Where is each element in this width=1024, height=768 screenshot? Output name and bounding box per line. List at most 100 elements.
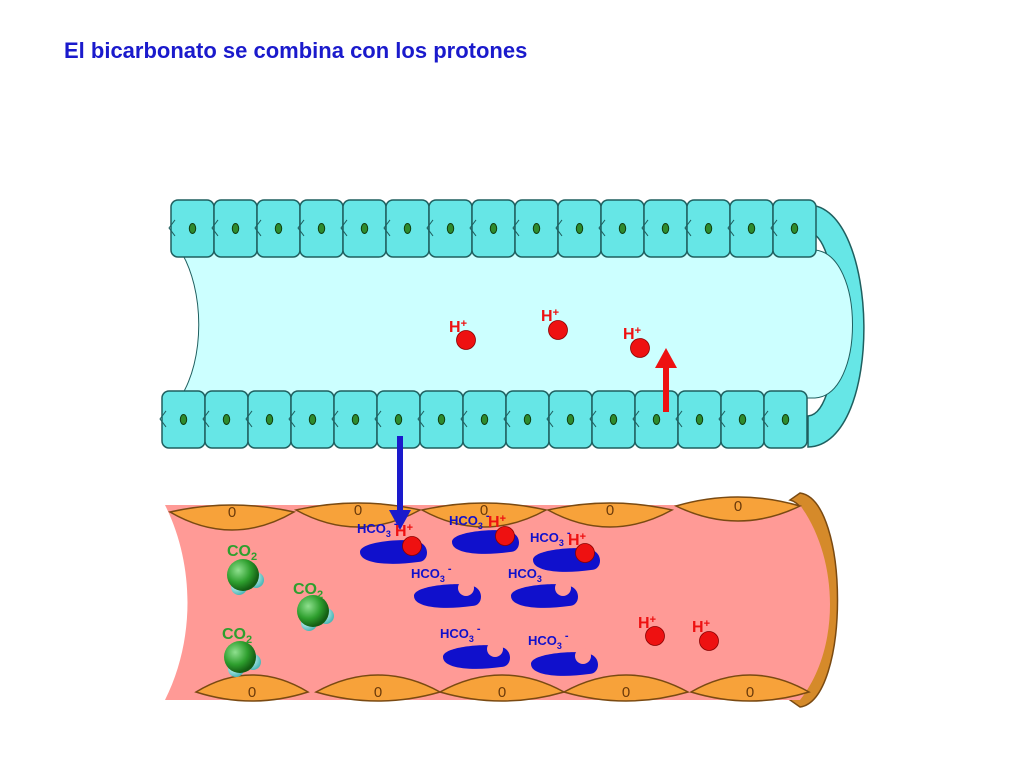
bicarbonate-ion-icon: HCO3- xyxy=(411,563,481,608)
epithelial-cell xyxy=(598,199,645,258)
epithelial-cell xyxy=(675,390,722,449)
cell-nucleus: 0 xyxy=(480,502,488,519)
epithelial-cell xyxy=(340,199,387,258)
cell-nucleus: 0 xyxy=(228,504,236,521)
cell-nucleus: 0 xyxy=(374,684,382,701)
bicarbonate-label: HCO3- xyxy=(411,563,452,584)
endothelium-bottom-row: 0 0 0 0 0 xyxy=(194,674,811,702)
epithelial-cell xyxy=(211,199,258,258)
cell-nucleus: 0 xyxy=(498,684,506,701)
cell-nucleus xyxy=(274,223,283,234)
co2-molecule-icon: CO2 xyxy=(227,543,264,595)
endothelium-top-row: 0 0 0 0 0 xyxy=(167,496,803,531)
epithelial-cell xyxy=(512,199,559,258)
bicarbonate-ion-icon: HCO3- xyxy=(440,623,510,669)
cell-nucleus xyxy=(695,414,704,425)
proton-label: H+ xyxy=(623,325,641,343)
protons: H+H+H+H+H+H+H+H+ xyxy=(395,307,719,651)
capillary-blood xyxy=(165,505,830,700)
cell-nucleus xyxy=(738,414,747,425)
cell-nucleus xyxy=(609,414,618,425)
proton-circle-icon: H+ xyxy=(638,614,665,646)
epithelial-cell xyxy=(641,199,688,258)
cell-nucleus xyxy=(704,223,713,234)
endothelial-cell: 0 xyxy=(293,502,423,528)
cell-nucleus xyxy=(437,414,446,425)
cell-nucleus: 0 xyxy=(606,502,614,519)
cell-nucleus xyxy=(566,414,575,425)
endothelial-cell: 0 xyxy=(419,502,549,528)
endothelial-cell: 0 xyxy=(194,674,310,702)
epithelium-top-row xyxy=(168,199,817,258)
arrow-down-icon xyxy=(389,436,411,530)
cell-nucleus xyxy=(317,223,326,234)
cell-nucleus xyxy=(403,223,412,234)
epithelial-cell xyxy=(460,390,507,449)
epithelial-cell xyxy=(254,199,301,258)
epithelial-cell xyxy=(331,390,378,449)
cell-nucleus xyxy=(480,414,489,425)
cell-nucleus xyxy=(265,414,274,425)
proton-label: H+ xyxy=(692,618,710,636)
co2-label: CO2 xyxy=(227,543,257,563)
co2-molecule-icon: CO2 xyxy=(222,626,261,677)
epithelial-cell xyxy=(546,390,593,449)
cell-nucleus xyxy=(618,223,627,234)
bicarbonate-label: HCO3- xyxy=(530,527,571,548)
slide-title: El bicarbonato se combina con los proton… xyxy=(64,38,528,63)
epithelial-cell xyxy=(632,390,679,449)
cell-nucleus xyxy=(652,414,661,425)
endothelial-cell: 0 xyxy=(673,496,803,522)
cell-nucleus xyxy=(446,223,455,234)
epithelium-bottom-row xyxy=(159,390,808,449)
cell-nucleus xyxy=(532,223,541,234)
epithelial-cell xyxy=(718,390,765,449)
proton-label: H+ xyxy=(568,531,586,549)
cell-nucleus xyxy=(179,414,188,425)
epithelial-cell xyxy=(555,199,602,258)
cell-nucleus xyxy=(188,223,197,234)
endothelial-cell: 0 xyxy=(689,674,811,702)
cell-nucleus xyxy=(360,223,369,234)
cell-nucleus xyxy=(781,414,790,425)
cell-nucleus: 0 xyxy=(622,684,630,701)
cell-nucleus xyxy=(222,414,231,425)
cell-nucleus xyxy=(231,223,240,234)
cell-nucleus: 0 xyxy=(248,684,256,701)
epithelial-cell xyxy=(159,390,206,449)
proton-circle-icon: H+ xyxy=(488,513,515,546)
endothelial-cell: 0 xyxy=(167,504,297,531)
bicarbonate-ion-icon: HCO3- xyxy=(528,630,598,676)
epithelial-cell xyxy=(374,390,421,449)
epithelial-cell xyxy=(288,390,335,449)
cell-nucleus xyxy=(575,223,584,234)
epithelial-cell xyxy=(684,199,731,258)
cell-nucleus xyxy=(747,223,756,234)
epithelial-cell xyxy=(245,390,292,449)
cell-nucleus xyxy=(661,223,670,234)
proton-circle-icon: H+ xyxy=(541,307,568,340)
epithelial-cell xyxy=(426,199,473,258)
proton-label: H+ xyxy=(541,307,559,325)
proton-circle-icon: H+ xyxy=(623,325,650,358)
endothelial-cell: 0 xyxy=(545,502,675,528)
proton-circle-icon: H+ xyxy=(692,618,719,651)
co2-molecule-icon: CO2 xyxy=(293,581,334,631)
proton-label: H+ xyxy=(488,513,506,531)
bicarbonate-label: HCO3- xyxy=(528,630,569,651)
proton-circle-icon: H+ xyxy=(568,531,595,563)
cell-nucleus xyxy=(308,414,317,425)
co2-label: CO2 xyxy=(222,626,252,646)
co2-label: CO2 xyxy=(293,581,323,601)
bicarbonate-ion-icon: HCO3- xyxy=(508,563,578,608)
capillary: 0 0 0 0 0 0 0 0 0 0 xyxy=(165,492,839,708)
bicarbonate-label: HCO3- xyxy=(449,510,490,531)
proton-label: H+ xyxy=(395,522,413,540)
cell-nucleus: 0 xyxy=(734,498,742,515)
cell-nucleus: 0 xyxy=(354,502,362,519)
epithelial-cell xyxy=(383,199,430,258)
epithelial-cell xyxy=(202,390,249,449)
epithelial-cell xyxy=(727,199,774,258)
